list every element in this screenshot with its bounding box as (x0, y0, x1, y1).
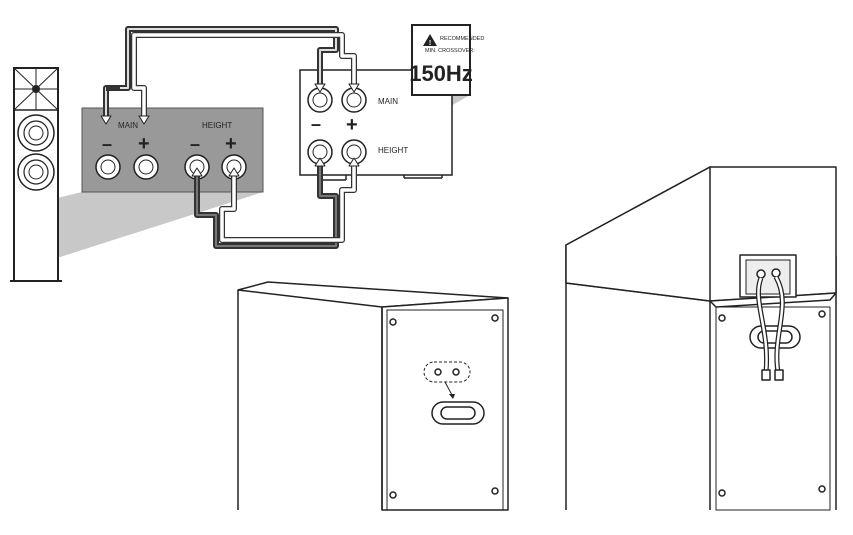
svg-text:!: ! (429, 40, 431, 47)
cabinet-with-height-module (565, 166, 837, 511)
terminal-main-minus (95, 154, 121, 180)
main-cable (100, 26, 360, 125)
panel-height-label: HEIGHT (202, 121, 232, 130)
amp-main-label: MAIN (378, 97, 398, 106)
badge-line1: RECOMMENDED (440, 36, 484, 42)
panel-main-minus: – (102, 134, 112, 154)
height-cable (191, 157, 360, 249)
panel-main-label: MAIN (118, 121, 138, 130)
panel-height-plus: + (225, 133, 237, 155)
warning-icon (423, 34, 437, 46)
woofer-1 (17, 114, 55, 152)
terminal-height-minus (184, 154, 210, 180)
amp-height-label: HEIGHT (378, 146, 408, 155)
tower-speaker-front (10, 67, 263, 282)
crossover-badge: ! RECOMMENDED MIN. CROSSOVER: 150Hz (409, 24, 484, 96)
woofer-2 (17, 153, 55, 191)
projection-wedge (57, 192, 263, 258)
terminal-main-plus (133, 154, 159, 180)
badge-line2: MIN. CROSSOVER: (425, 48, 475, 54)
badge-value: 150Hz (409, 61, 473, 86)
amp-plus: + (346, 114, 358, 136)
amp-minus: – (311, 114, 321, 134)
cabinet-rear-left (237, 281, 509, 511)
panel-height-minus: – (190, 134, 200, 154)
panel-main-plus: + (138, 133, 150, 155)
